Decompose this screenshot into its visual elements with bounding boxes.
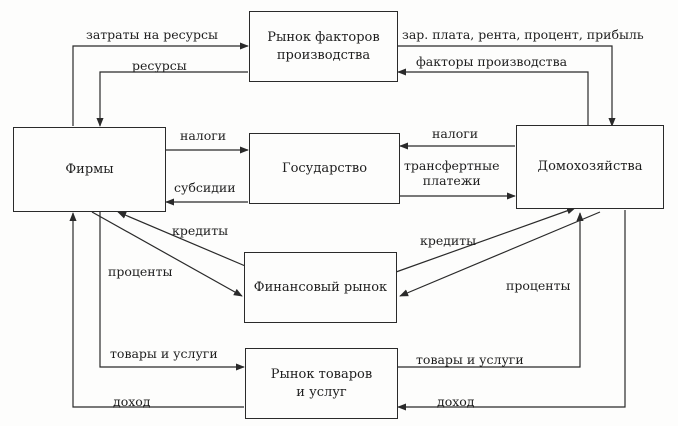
label-factor-income: зар. плата, рента, процент, прибыль	[402, 27, 644, 42]
label-credits-firms: кредиты	[172, 223, 229, 238]
arrow-credits-households	[399, 211, 601, 297]
label-taxes-households: налоги	[432, 126, 479, 141]
label-resource-costs: затраты на ресурсы	[86, 27, 218, 42]
arrow-resource-costs	[72, 42, 249, 126]
label-resources: ресурсы	[132, 58, 187, 73]
label-interest-households: проценты	[506, 278, 571, 293]
label-interest-firms: проценты	[108, 264, 173, 279]
label-transfer-payments: трансфертные платежи	[404, 158, 500, 188]
arrow-factor-income	[398, 45, 616, 127]
node-government: Государство	[249, 133, 400, 204]
label-goods-services-households: товары и услуги	[416, 352, 524, 367]
arrow-income-households	[397, 210, 626, 411]
node-goods-market: Рынок товаров и услуг	[245, 348, 398, 419]
label-subsidies: субсидии	[174, 180, 236, 195]
arrow-interest-households	[395, 207, 576, 273]
node-firms: Фирмы	[13, 127, 166, 212]
label-factors-of-production: факторы производства	[416, 54, 568, 69]
node-financial-market: Финансовый рынок	[244, 252, 397, 323]
label-income-firms: доход	[113, 394, 151, 409]
arrow-resources	[96, 71, 248, 127]
label-income-households: доход	[437, 394, 475, 409]
label-goods-services-firms: товары и услуги	[110, 346, 218, 361]
arrow-goods-services-households	[398, 212, 584, 368]
arrow-interest-firms	[91, 211, 243, 297]
node-factor-market: Рынок факторов производства	[249, 11, 398, 82]
arrow-goods-services-firms	[99, 212, 245, 371]
node-households: Домохозяйства	[516, 125, 664, 209]
arrow-credits-firms	[117, 211, 251, 269]
arrow-factors-of-production	[397, 68, 589, 126]
label-taxes-firms: налоги	[180, 128, 227, 143]
label-credits-households: кредиты	[420, 233, 477, 248]
arrow-income-firms	[69, 212, 244, 408]
